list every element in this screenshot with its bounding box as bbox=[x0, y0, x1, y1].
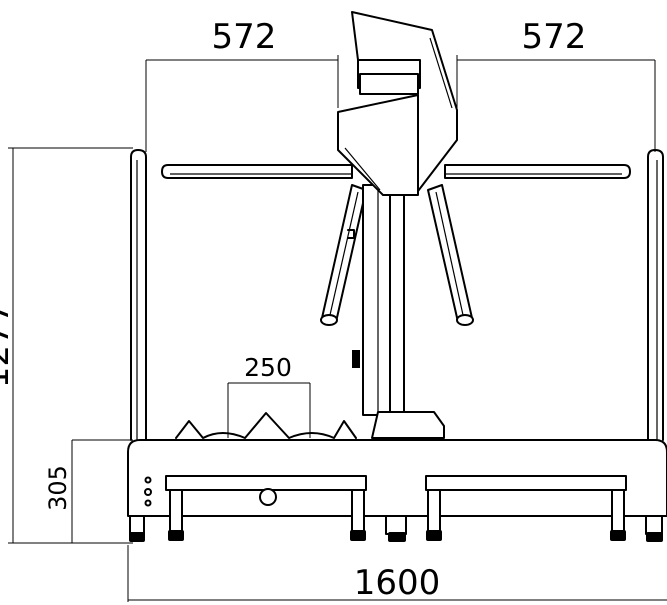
spikes-row bbox=[175, 412, 357, 439]
right-side-post bbox=[647, 149, 664, 441]
central-column bbox=[347, 184, 405, 416]
horizontal-arm-right bbox=[444, 164, 631, 179]
diagonal-arm-right bbox=[427, 184, 474, 326]
horizontal-arm-left bbox=[161, 164, 353, 179]
diagonal-arm-left bbox=[320, 184, 367, 326]
dimension-lines bbox=[8, 55, 667, 602]
base-feet bbox=[129, 515, 663, 542]
dim-total-height: 1277 bbox=[0, 302, 17, 389]
bench-left bbox=[165, 475, 367, 533]
dim-total-width: 1600 bbox=[354, 563, 441, 603]
left-side-post bbox=[130, 149, 147, 441]
column-pedestal bbox=[371, 411, 445, 439]
turnstile-head bbox=[337, 11, 458, 196]
dim-base-height: 305 bbox=[44, 465, 72, 511]
dim-left-arm-width: 572 bbox=[212, 17, 277, 57]
bench-right bbox=[425, 475, 627, 533]
dim-spike-spacing: 250 bbox=[244, 353, 292, 382]
dim-right-arm-width: 572 bbox=[522, 17, 587, 57]
